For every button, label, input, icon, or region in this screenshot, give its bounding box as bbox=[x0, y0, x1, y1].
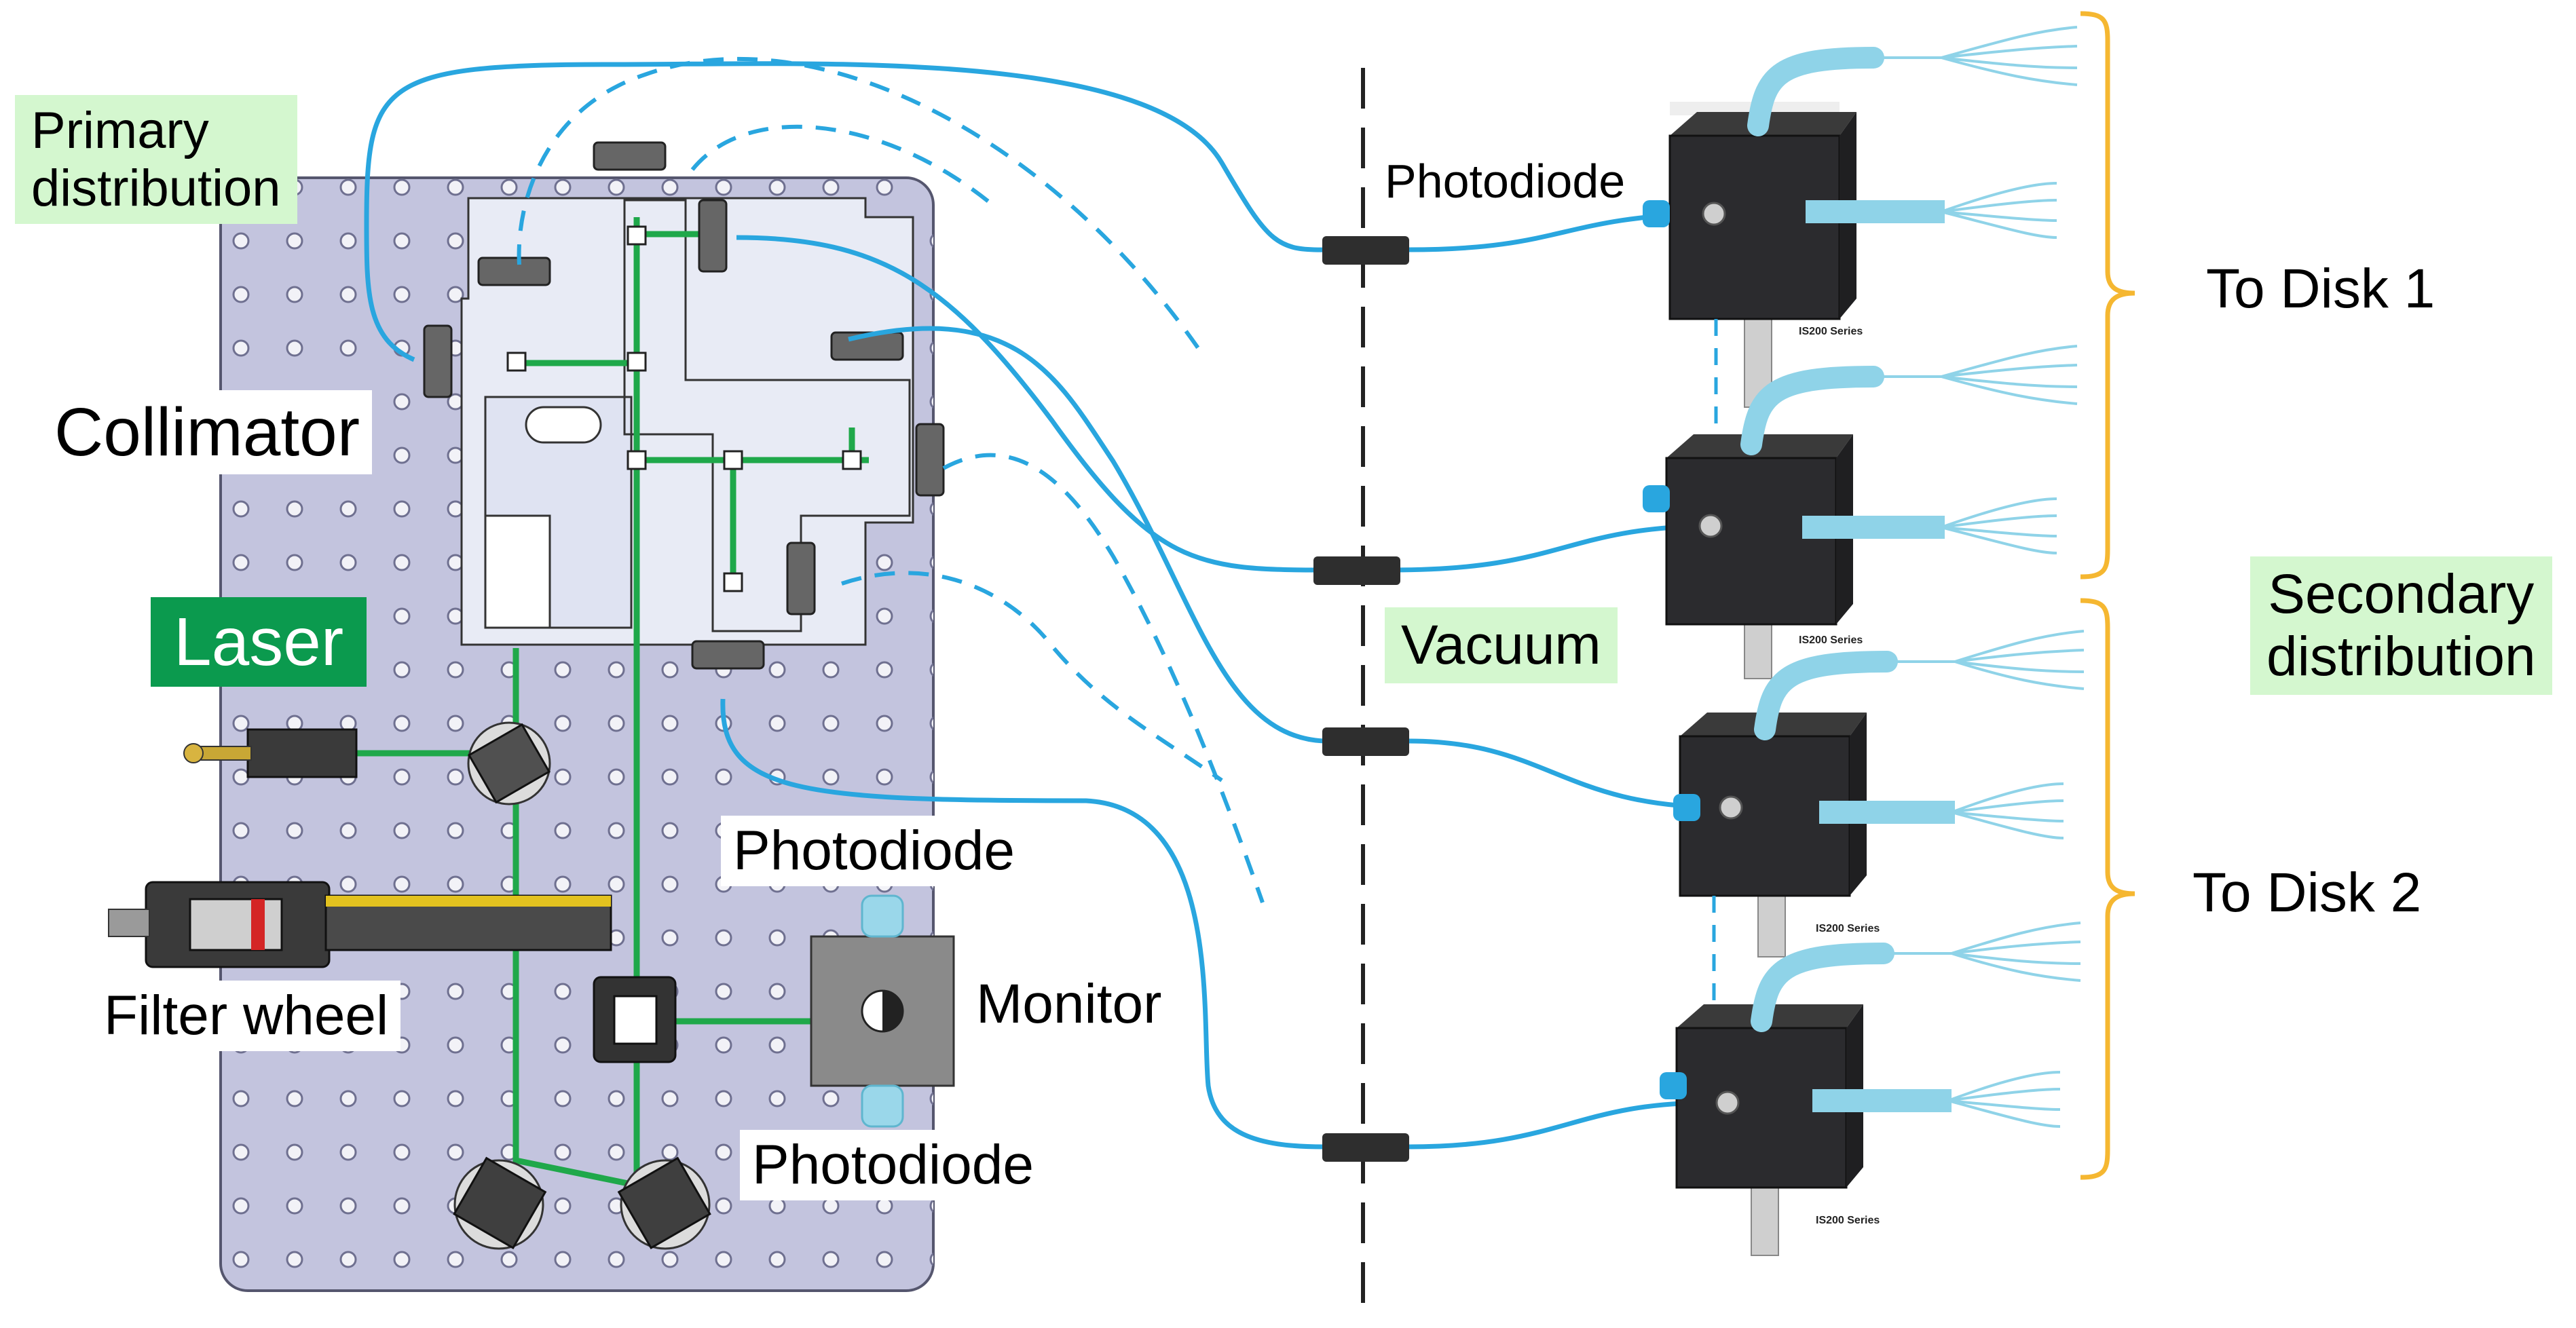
sphere-3 bbox=[1673, 630, 2085, 957]
coupler-right-4 bbox=[786, 542, 816, 615]
folding-mirrors bbox=[453, 1156, 711, 1250]
primary-distribution-base-plate bbox=[460, 197, 914, 646]
sphere-1-series-label: IS200 Series bbox=[1799, 326, 1863, 337]
fiber-coupler-to-feedthrough-4 bbox=[720, 698, 1324, 1150]
coupler-right-1 bbox=[698, 199, 728, 273]
fiber-feedthrough-4-to-sphere-4 bbox=[1408, 1100, 1711, 1150]
label-to-disk-1: To Disk 1 bbox=[2206, 258, 2435, 320]
steering-mirror bbox=[467, 721, 551, 805]
label-vacuum: Vacuum bbox=[1385, 607, 1618, 683]
fiber-coupler-to-feedthrough-2 bbox=[736, 235, 1321, 573]
sphere-2-series-label: IS200 Series bbox=[1799, 634, 1863, 646]
label-filter-wheel: Filter wheel bbox=[92, 981, 401, 1051]
filter-wheel bbox=[108, 881, 612, 968]
bracket-disk-2 bbox=[2080, 598, 2135, 1180]
fiber-feedthrough-2-to-sphere-2 bbox=[1391, 523, 1704, 573]
monitor-sphere bbox=[810, 894, 955, 1128]
secondary-spheres bbox=[1643, 26, 2085, 1256]
feedthrough-1 bbox=[1322, 236, 1409, 265]
fiber-couplers bbox=[423, 141, 945, 670]
label-collimator: Collimator bbox=[42, 390, 373, 474]
monitor-beam-splitter bbox=[593, 976, 677, 1063]
laser-head bbox=[183, 728, 358, 778]
label-to-disk-2: To Disk 2 bbox=[2192, 862, 2422, 924]
fiber-feedthrough-3-to-sphere-3 bbox=[1408, 738, 1725, 810]
sphere-1 bbox=[1643, 26, 2078, 408]
bracket-disk-1 bbox=[2080, 11, 2135, 580]
feedthrough-3 bbox=[1322, 727, 1409, 756]
label-secondary-distribution: Secondary distribution bbox=[2250, 556, 2552, 695]
sphere-4 bbox=[1660, 922, 2081, 1256]
label-primary-distribution: Primary distribution bbox=[15, 95, 297, 225]
label-laser: Laser bbox=[151, 597, 367, 687]
beam-vertical-left bbox=[512, 648, 632, 1188]
coupler-top bbox=[593, 141, 667, 171]
coupler-right-3 bbox=[915, 423, 945, 497]
feedthrough-4 bbox=[1322, 1133, 1409, 1162]
disk-brackets bbox=[2080, 11, 2135, 1180]
sphere-2 bbox=[1643, 345, 2078, 679]
label-sphere-photodiode: Photodiode bbox=[1385, 155, 1626, 208]
label-monitor: Monitor bbox=[964, 969, 1174, 1040]
fiber-coupler-to-feedthrough-3 bbox=[848, 326, 1324, 744]
label-monitor-photodiode-top: Photodiode bbox=[721, 816, 1027, 886]
dashed-optical-fibers bbox=[517, 56, 1265, 903]
sphere-3-series-label: IS200 Series bbox=[1816, 923, 1880, 934]
coupler-bottom bbox=[691, 640, 765, 670]
label-monitor-photodiode-bottom: Photodiode bbox=[740, 1130, 1046, 1200]
beam-splitter-cubes bbox=[506, 225, 862, 592]
feedthrough-2 bbox=[1313, 556, 1400, 585]
coupler-upper-left bbox=[477, 257, 551, 286]
sphere-4-series-label: IS200 Series bbox=[1816, 1215, 1880, 1226]
fiber-collimator-to-feedthrough-1 bbox=[364, 61, 1331, 362]
vacuum-feedthroughs bbox=[1313, 236, 1409, 1162]
coupler-left bbox=[423, 324, 453, 398]
